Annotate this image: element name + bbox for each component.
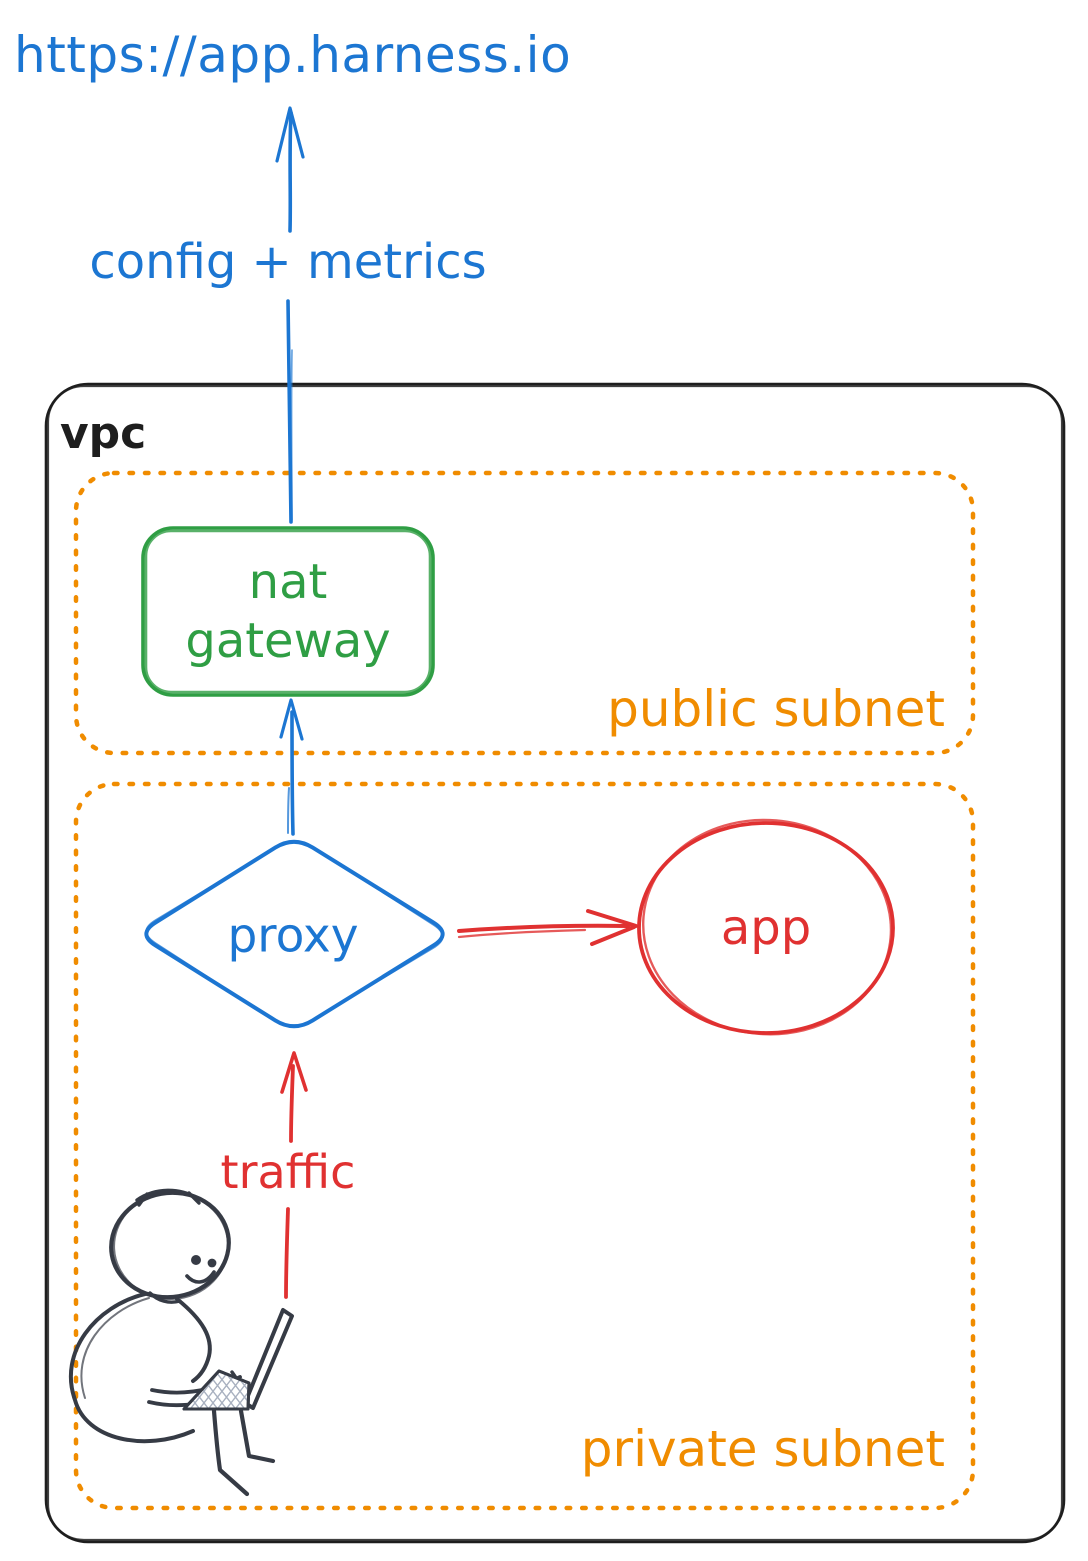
traffic-label: traffic <box>220 1145 356 1199</box>
arrow-nat-to-url <box>275 106 305 524</box>
arrow-proxy-to-app <box>457 909 638 946</box>
nat-gateway-box-inner <box>144 529 432 694</box>
person-back-sketch <box>80 1297 150 1399</box>
arrow-proxy-to-app-shaft <box>457 923 630 933</box>
private-subnet-label: private subnet <box>580 1420 945 1478</box>
arrow-traffic-shaft-top <box>289 1064 295 1143</box>
arrow-proxy-to-nat-shaft <box>290 710 295 836</box>
person-torso <box>175 1297 212 1383</box>
config-metrics-label: config + metrics <box>89 234 487 290</box>
url-label: https://app.harness.io <box>14 26 572 84</box>
arrow-nat-to-url-shaft-top <box>288 111 293 233</box>
laptop-screen <box>243 1308 294 1410</box>
person-smile <box>185 1270 216 1284</box>
person-eye <box>191 1255 201 1265</box>
person-head-sketch <box>113 1191 230 1300</box>
person-leg-left <box>211 1408 250 1497</box>
nat-gateway-box-outer <box>141 526 435 697</box>
person-leg-right <box>238 1408 276 1464</box>
public-subnet-label: public subnet <box>607 680 945 738</box>
arrow-traffic-to-proxy <box>280 1051 308 1299</box>
nat-gateway-box <box>141 526 435 697</box>
arrow-nat-to-url-shaft-bottom <box>286 299 293 524</box>
person-back <box>68 1292 195 1444</box>
nat-gateway-label-line2: gateway <box>185 612 391 669</box>
arrow-proxy-to-nat <box>279 698 304 836</box>
app-circle-outline2 <box>642 818 893 1036</box>
person-head <box>109 1190 231 1300</box>
vpc-label: vpc <box>60 408 147 459</box>
arrow-proxy-to-app-sketch <box>457 928 587 939</box>
laptop-keyboard-outline <box>182 1369 251 1411</box>
arrow-nat-to-url-head <box>275 106 305 163</box>
arrow-traffic-head <box>280 1051 308 1094</box>
public-subnet-border <box>73 470 976 756</box>
nat-gateway-label-line1: nat <box>248 553 328 610</box>
app-label: app <box>720 900 812 956</box>
proxy-diamond-outline2 <box>145 840 444 1028</box>
arrow-proxy-to-app-head <box>586 909 638 946</box>
arrow-proxy-to-nat-sketch <box>287 787 290 834</box>
proxy-diamond <box>144 839 445 1029</box>
vpc-border-outer <box>44 382 1066 1544</box>
vpc-border-inner <box>46 384 1064 1542</box>
arrow-proxy-to-nat-head <box>279 698 304 741</box>
person-ear <box>207 1258 217 1268</box>
proxy-label: proxy <box>227 908 359 964</box>
person-figure <box>68 1188 294 1497</box>
vpc-border <box>44 382 1066 1544</box>
arrow-traffic-shaft-bottom <box>284 1207 290 1299</box>
app-circle <box>637 818 895 1036</box>
nat-gateway-label: nat gateway <box>143 528 433 695</box>
private-subnet-border <box>73 781 976 1511</box>
